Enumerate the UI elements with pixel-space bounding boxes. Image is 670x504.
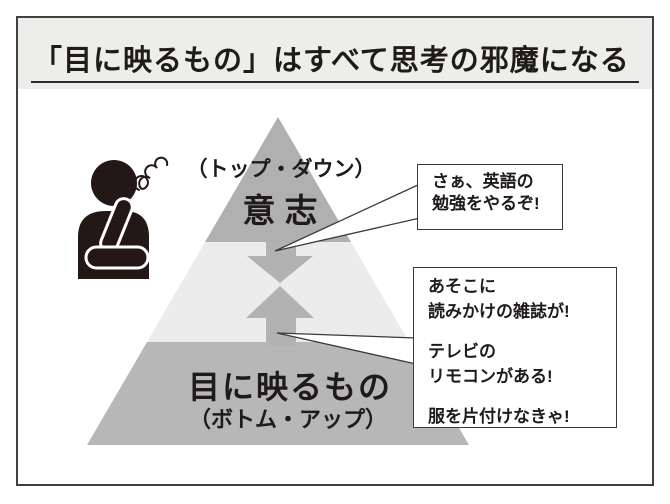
pyramid-bottom-sub-label: （ボトム・アップ） — [188, 407, 388, 432]
pyramid-bottom-section — [87, 342, 469, 445]
pyramid-top-label: 意志 — [242, 192, 327, 229]
bottom-up-arrow-icon — [246, 286, 314, 345]
title-bar — [18, 18, 652, 89]
distraction-item: テレビの リモコンがある! — [428, 342, 553, 386]
distraction-item: あそこに 読みかけの雑誌が! — [428, 277, 570, 321]
outer-frame — [16, 16, 654, 486]
speech-bubble-intention-text: さぁ、英語の 勉強をやるぞ! — [432, 172, 540, 213]
page-title: 「目に映るもの」はすべて思考の邪魔になる — [33, 45, 630, 77]
title-underline — [31, 81, 639, 83]
distraction-item: 服を片付けなきゃ! — [428, 407, 570, 426]
top-down-arrow-icon — [247, 242, 313, 283]
speech-bubble-intention: さぁ、英語の 勉強をやるぞ! — [417, 164, 563, 230]
person-thinking-icon — [78, 160, 150, 279]
frustration-scribble-icon — [133, 156, 169, 191]
pyramid-top-section — [205, 117, 351, 242]
pyramid-bottom-label: 目に映るもの — [187, 369, 393, 405]
speech-bubble-distractions: あそこに 読みかけの雑誌が! テレビの リモコンがある! 服を片付けなきゃ! — [413, 267, 617, 428]
pyramid-top-sub-label: （トップ・ダウン） — [186, 158, 376, 181]
